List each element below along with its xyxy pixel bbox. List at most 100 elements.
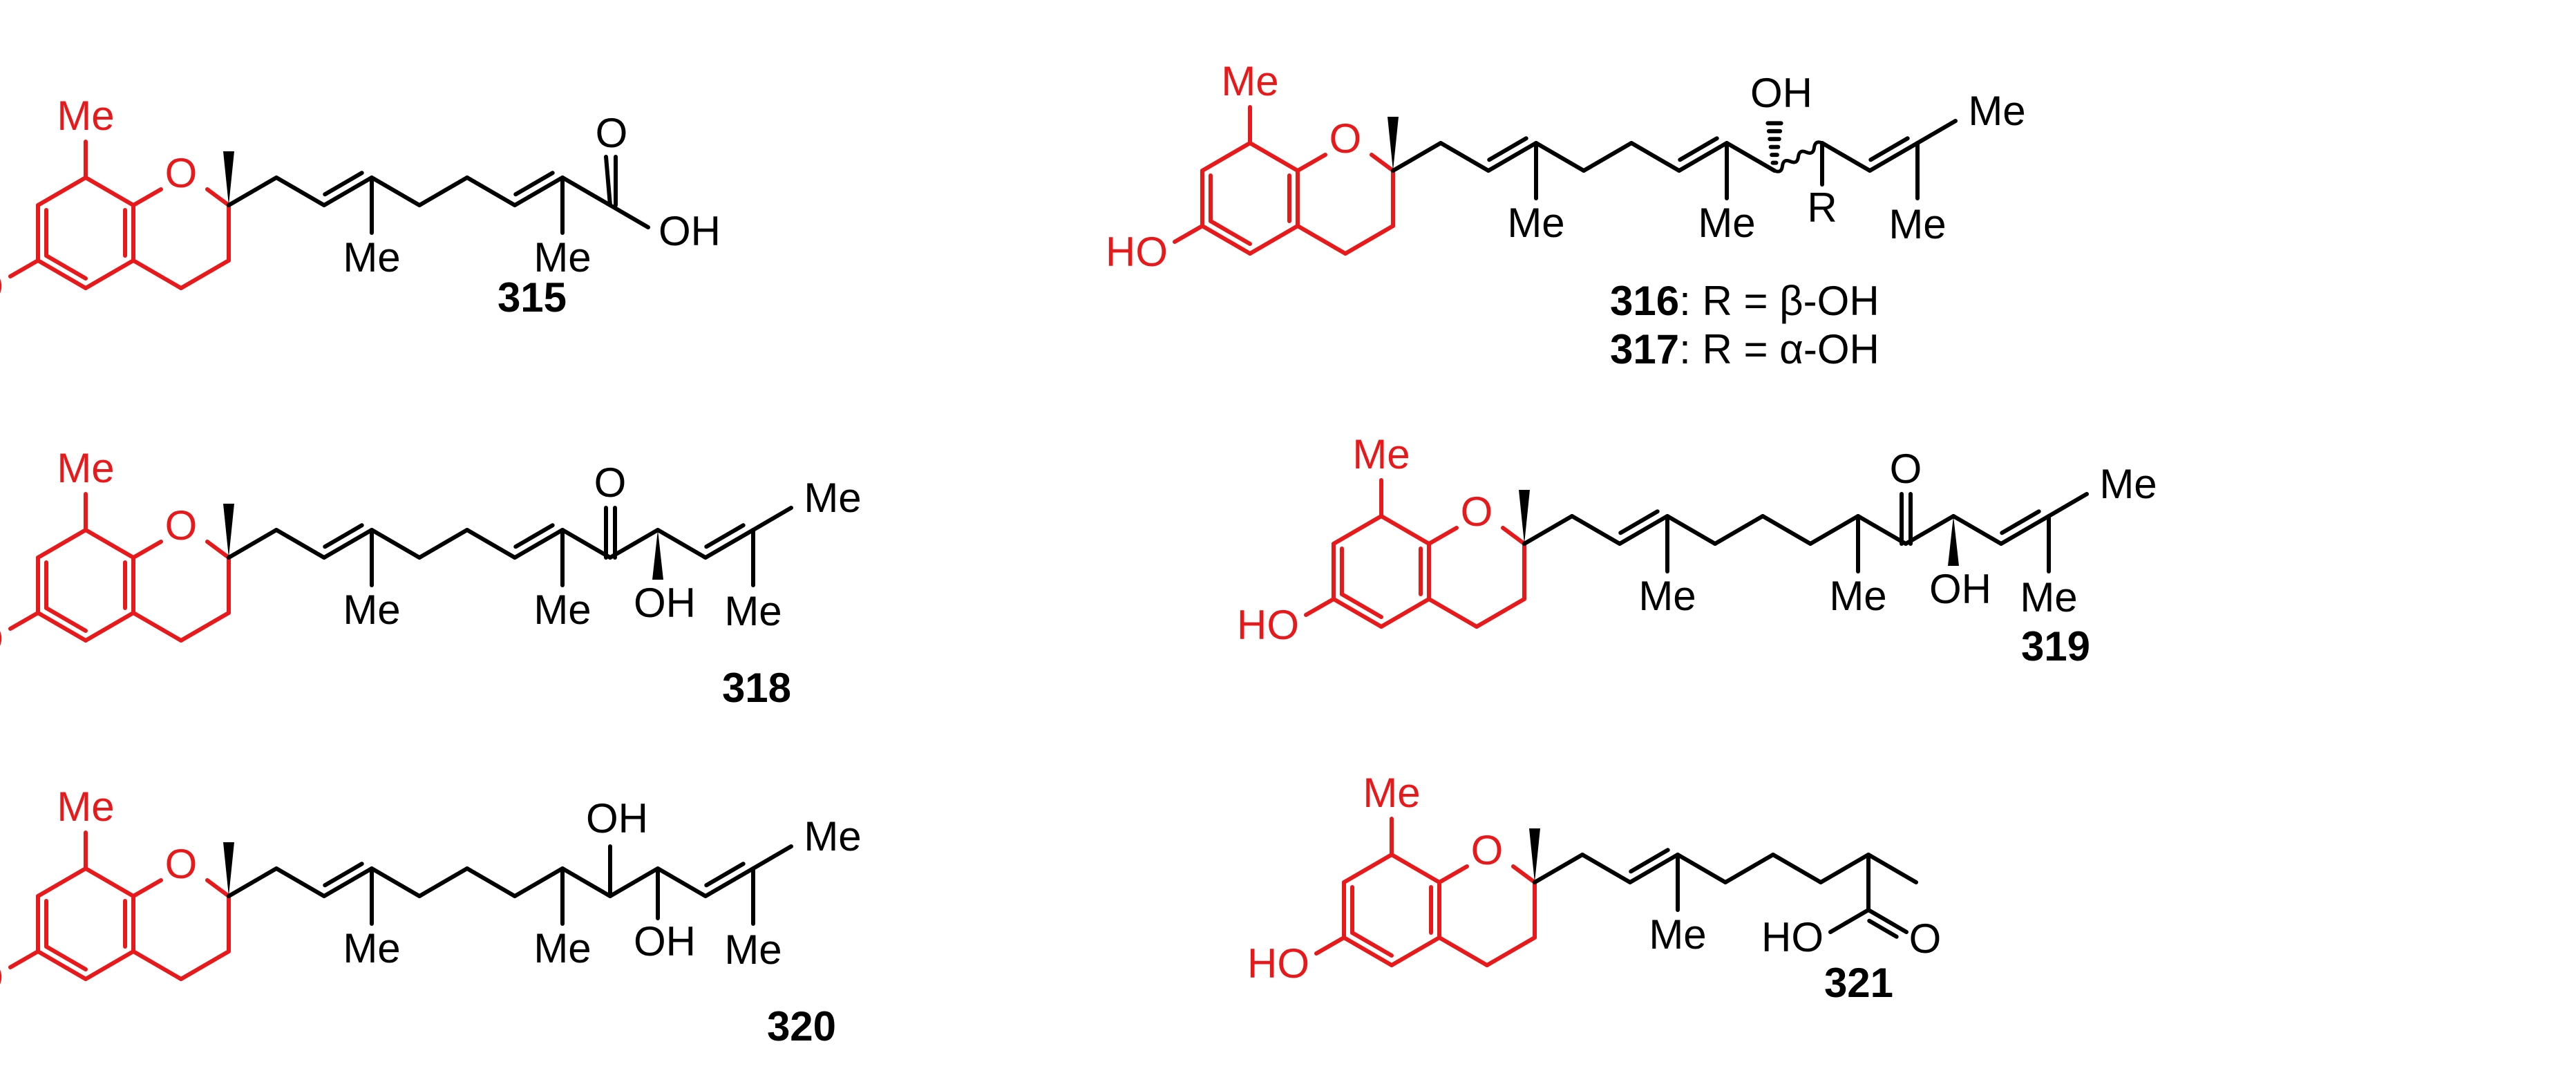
methyl-label: Me	[1352, 431, 1410, 477]
methyl-label: Me	[1888, 201, 1946, 247]
bond	[1439, 141, 1490, 173]
bond	[417, 866, 469, 898]
bond	[751, 506, 793, 532]
bond	[1866, 908, 1909, 934]
bond	[323, 171, 364, 197]
bond	[1676, 853, 1727, 884]
compound-318: MeOHOMeMeOOHMeMe318	[0, 445, 862, 711]
ring-oxygen-label: O	[1329, 115, 1362, 162]
bond	[703, 866, 755, 898]
hydroxy-label: OH	[659, 208, 721, 254]
bond	[323, 523, 364, 549]
methyl-label: Me	[724, 588, 782, 634]
bond	[1723, 853, 1775, 884]
bond	[1582, 141, 1633, 173]
stereo-wavy-bond	[1774, 140, 1823, 173]
bond	[465, 866, 517, 898]
bond	[656, 528, 708, 560]
methyl-label: Me	[57, 93, 114, 139]
compound-caption: 320	[767, 1003, 836, 1050]
bond	[1915, 119, 1958, 145]
bond	[513, 866, 565, 898]
ring-oxygen-label: O	[165, 502, 198, 549]
bond	[1665, 514, 1717, 546]
methyl-label: Me	[1363, 770, 1420, 816]
methyl-label: Me	[533, 925, 591, 971]
bond	[513, 175, 565, 207]
bond	[322, 528, 374, 560]
methyl-label: Me	[343, 234, 400, 281]
methyl-label: Me	[1507, 200, 1564, 246]
bond	[370, 175, 422, 207]
bond	[1868, 136, 1910, 162]
ring-oxygen-label: O	[165, 150, 198, 196]
bond	[1808, 514, 1860, 546]
compound-caption: 317: R = α-OH	[1610, 326, 1879, 372]
bond	[227, 175, 278, 207]
stereo-wedge	[1529, 828, 1540, 882]
bond	[1533, 853, 1584, 884]
methyl-label: Me	[343, 925, 400, 971]
hydroxy-label: OH	[634, 918, 696, 965]
methyl-label: Me	[533, 234, 591, 281]
bond	[1904, 514, 1955, 546]
methyl-label: Me	[2020, 574, 2077, 620]
bond	[513, 523, 555, 549]
bond	[370, 866, 422, 898]
compound-number: 318	[722, 665, 791, 711]
compound-caption: 315	[498, 274, 567, 321]
bond	[274, 866, 326, 898]
bond	[1828, 908, 1871, 934]
carbonyl-oxygen-label: O	[1890, 446, 1922, 492]
bond	[1725, 141, 1777, 173]
bond	[1999, 514, 2051, 546]
methyl-label: Me	[1638, 573, 1696, 619]
bond	[703, 528, 755, 560]
bond	[1522, 514, 1574, 546]
methyl-label: Me	[2099, 461, 2157, 507]
bond	[1628, 853, 1680, 884]
hydroxy-label: HO	[1106, 229, 1168, 275]
compound-caption: 318	[722, 665, 791, 711]
bond	[1580, 853, 1632, 884]
compound-number: 316	[1610, 278, 1679, 324]
methyl-label: Me	[1649, 911, 1706, 958]
compound-number: 319	[2021, 623, 2090, 670]
bond	[322, 866, 374, 898]
bond	[370, 528, 422, 560]
methyl-label: Me	[1698, 200, 1755, 246]
bond	[560, 528, 612, 560]
hydroxy-label: HO	[1247, 940, 1309, 987]
bond	[1534, 141, 1586, 173]
bond	[1819, 853, 1871, 884]
bond	[704, 862, 746, 888]
bond	[1618, 509, 1660, 535]
bond	[1677, 141, 1729, 173]
compound-note: : R = α-OH	[1679, 326, 1879, 372]
hydroxy-label: OH	[1929, 566, 1991, 612]
bond	[1629, 141, 1681, 173]
compound-320: MeOHOMeMeOHOHMeMe320	[0, 784, 862, 1050]
compound-caption: 319	[2021, 623, 2090, 670]
methyl-label: Me	[1829, 573, 1886, 619]
bond	[417, 175, 469, 207]
bond	[513, 528, 565, 560]
carbonyl-oxygen-label: O	[1909, 915, 1942, 962]
compound-number: 315	[498, 274, 567, 321]
methyl-label: Me	[724, 927, 782, 973]
bond	[656, 866, 708, 898]
ring-oxygen-label: O	[165, 841, 198, 887]
bond	[1867, 918, 1899, 939]
bond	[1820, 141, 1872, 173]
methyl-label: Me	[804, 475, 861, 521]
bond	[608, 528, 660, 560]
bond	[513, 171, 555, 197]
bond	[227, 528, 278, 560]
bond	[1618, 514, 1669, 546]
carbonyl-oxygen-label: O	[596, 110, 628, 156]
methyl-label: Me	[533, 587, 591, 633]
bond	[2047, 492, 2089, 518]
